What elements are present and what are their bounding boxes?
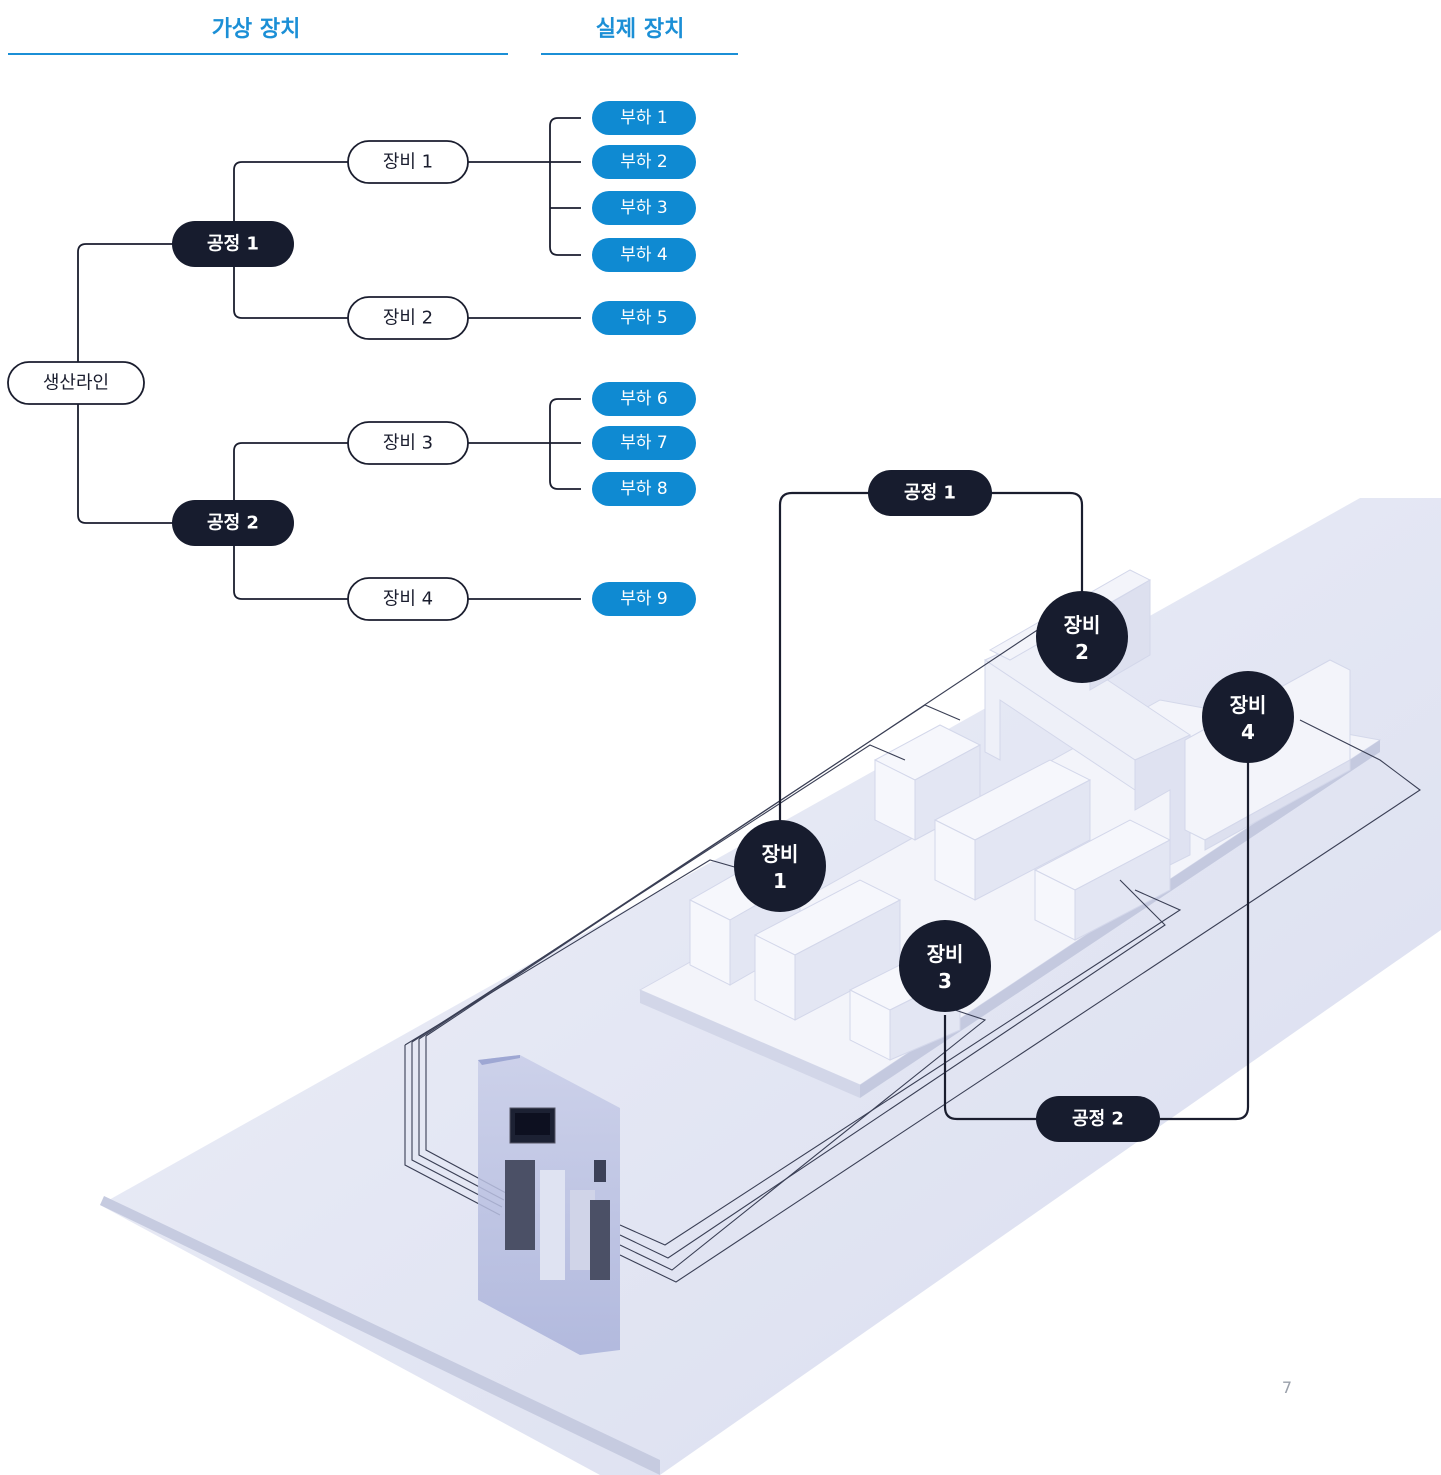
load-label: 부하 4 [620, 245, 668, 265]
column-headers: 가상 장치 실제 장치 [8, 17, 738, 55]
illustration-process-2: 공정 2 [1036, 1096, 1160, 1142]
load-label: 부하 6 [620, 389, 668, 409]
load-label: 부하 2 [620, 152, 668, 172]
equipment-node-2: 장비 2 [347, 296, 469, 340]
process-tag: 공정 2 [1072, 1109, 1124, 1130]
process-tag: 공정 1 [904, 483, 956, 504]
equipment-circle-title: 장비 [1230, 693, 1267, 717]
equipment-circle-number: 3 [938, 969, 952, 993]
process-node-1: 공정 1 [172, 221, 294, 267]
root-node: 생산라인 [7, 361, 145, 405]
equipment-circle-title: 장비 [927, 942, 964, 966]
electrical-panel [478, 1055, 620, 1355]
process-label: 공정 1 [207, 234, 259, 255]
gate-frame [983, 634, 1192, 866]
load-nodes: 부하 1 부하 2 부하 3 부하 4 부하 5 부하 6 부하 7 부하 8 … [592, 101, 696, 616]
root-label: 생산라인 [43, 373, 109, 394]
process-node-2: 공정 2 [172, 500, 294, 546]
equipment-circle-1: 장비 1 [734, 820, 826, 912]
equipment-node-1: 장비 1 [347, 140, 469, 184]
equipment-circle-3: 장비 3 [899, 920, 991, 1012]
load-node-4: 부하 4 [592, 238, 696, 272]
illustration-process-1: 공정 1 [868, 470, 992, 516]
load-label: 부하 3 [620, 198, 668, 218]
equipment-node-4: 장비 4 [347, 577, 469, 621]
load-node-1: 부하 1 [592, 101, 696, 135]
equipment-label: 장비 3 [383, 433, 433, 454]
load-node-5: 부하 5 [592, 301, 696, 335]
page-number: 7 [1282, 1378, 1292, 1397]
load-node-9: 부하 9 [592, 582, 696, 616]
equipment-circle-title: 장비 [762, 842, 799, 866]
load-node-3: 부하 3 [592, 191, 696, 225]
load-node-2: 부하 2 [592, 145, 696, 179]
virtual-device-header: 가상 장치 [212, 17, 301, 42]
equipment-circle-number: 1 [773, 869, 787, 893]
load-label: 부하 5 [620, 308, 668, 328]
equipment-circle-number: 2 [1075, 640, 1089, 664]
load-node-6: 부하 6 [592, 382, 696, 416]
load-label: 부하 8 [620, 479, 668, 499]
factory-illustration [100, 498, 1441, 1475]
equipment-label: 장비 4 [383, 589, 433, 610]
illustration-group-lines [778, 491, 1250, 1121]
equipment-circle-4: 장비 4 [1202, 671, 1294, 763]
equipment-label: 장비 2 [383, 308, 433, 329]
equipment-label: 장비 1 [383, 152, 433, 173]
load-label: 부하 1 [620, 108, 668, 128]
tree-connectors [77, 117, 581, 600]
equipment-circle-number: 4 [1241, 720, 1255, 744]
real-device-header: 실제 장치 [596, 17, 685, 42]
load-node-7: 부하 7 [592, 426, 696, 460]
equipment-circle-2: 장비 2 [1036, 591, 1128, 683]
load-label: 부하 7 [620, 433, 668, 453]
load-node-8: 부하 8 [592, 472, 696, 506]
equipment-node-3: 장비 3 [347, 421, 469, 465]
load-label: 부하 9 [620, 589, 668, 609]
process-label: 공정 2 [207, 513, 259, 534]
equipment-circle-title: 장비 [1064, 613, 1101, 637]
machine-row-2 [873, 724, 1172, 941]
